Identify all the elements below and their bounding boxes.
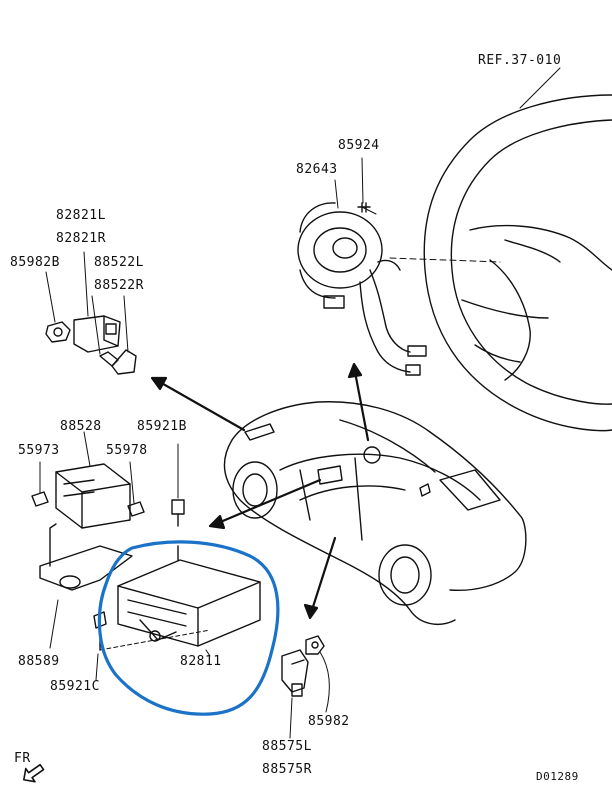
part-label-55973: 55973: [18, 443, 60, 458]
highlight-circle: [97, 540, 280, 716]
reference-label: REF.37-010: [478, 53, 562, 68]
direction-label: FR: [14, 751, 31, 766]
part-label-82821r: 82821R: [56, 231, 106, 246]
part-label-85982: 85982: [308, 714, 350, 729]
part-label-88522r: 88522R: [94, 278, 144, 293]
reference-arrows: [150, 362, 370, 620]
vehicle-outline-illustration: [223, 401, 527, 626]
side-impact-sensor-illustration: [45, 251, 137, 375]
drawing-code: D01289: [536, 770, 579, 783]
clock-spring-illustration: [297, 157, 427, 376]
part-label-85924: 85924: [338, 138, 380, 153]
part-label-85921b: 85921B: [137, 419, 187, 434]
srs-control-unit-illustration: [31, 431, 261, 681]
part-label-88528: 88528: [60, 419, 102, 434]
part-label-55978: 55978: [106, 443, 148, 458]
front-impact-sensor-illustration: [281, 635, 330, 739]
front-direction-icon: [23, 763, 45, 783]
part-label-85921c: 85921C: [50, 679, 100, 694]
part-label-88522l: 88522L: [94, 255, 144, 270]
part-label-82811: 82811: [180, 654, 222, 669]
part-label-88575r: 88575R: [262, 762, 312, 777]
steering-wheel-illustration: [389, 67, 612, 432]
part-label-82643: 82643: [296, 162, 338, 177]
part-label-88589: 88589: [18, 654, 60, 669]
part-label-82821l: 82821L: [56, 208, 106, 223]
part-label-85982b: 85982B: [10, 255, 60, 270]
part-label-88575l: 88575L: [262, 739, 312, 754]
